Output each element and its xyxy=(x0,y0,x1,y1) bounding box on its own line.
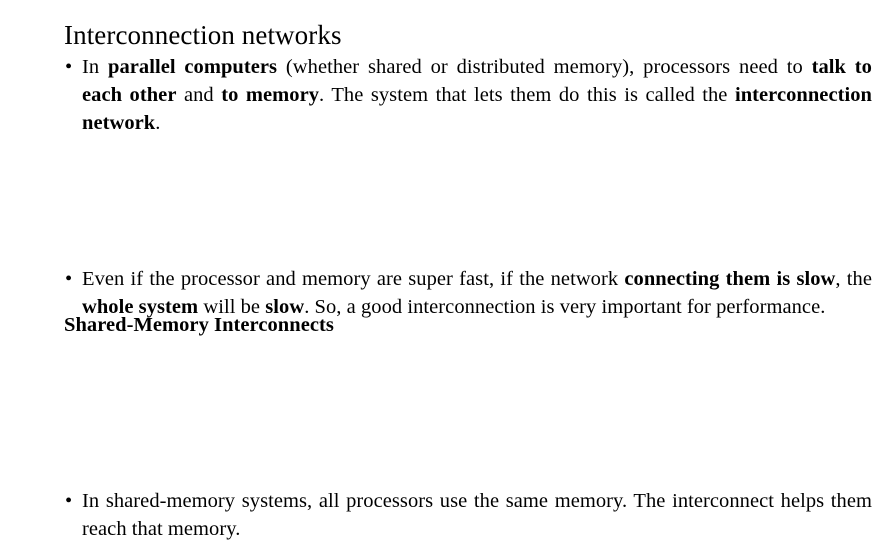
text-run: In xyxy=(82,56,108,78)
text-run: and xyxy=(176,84,222,106)
section-heading-shared-memory-interconnects: Shared-Memory Interconnects xyxy=(64,314,334,336)
paragraph-2-text: Even if the processor and memory are sup… xyxy=(82,265,872,321)
bullet-point-icon: • xyxy=(65,56,73,78)
bullet-paragraph-parallel-computers: • In parallel computers (whether shared … xyxy=(64,53,872,137)
paragraph-3-text: In shared-memory systems, all processors… xyxy=(82,487,872,543)
text-run: In shared-memory systems, all processors… xyxy=(82,490,872,540)
emphasized-text-run: to memory xyxy=(221,84,320,106)
bullet-paragraph-shared-memory-systems: • In shared-memory systems, all processo… xyxy=(64,487,872,543)
slide-title: Interconnection networks xyxy=(64,20,342,51)
emphasized-text-run: whole system xyxy=(82,296,199,318)
paragraph-1-text: In parallel computers (whether shared or… xyxy=(82,53,872,137)
text-run: , the xyxy=(835,268,872,290)
slide-canvas: Interconnection networks • In parallel c… xyxy=(64,20,872,540)
text-run: (whether shared or distributed memory), … xyxy=(277,56,812,78)
emphasized-text-run: slow xyxy=(265,296,305,318)
text-run: . The system that lets them do this is c… xyxy=(319,84,735,106)
bullet-point-icon: • xyxy=(65,268,73,290)
emphasized-text-run: talk to each other xyxy=(82,56,872,106)
emphasized-text-run: connecting them is slow xyxy=(624,268,836,290)
bullet-paragraph-network-speed: • Even if the processor and memory are s… xyxy=(64,265,872,321)
emphasized-text-run: interconnection network xyxy=(82,84,872,134)
text-run: . So, a good interconnection is very imp… xyxy=(304,296,826,318)
text-run: Even if the processor and memory are sup… xyxy=(82,268,625,290)
text-run: will be xyxy=(198,296,266,318)
bullet-point-icon: • xyxy=(65,490,73,512)
text-run: . xyxy=(155,112,161,134)
emphasized-text-run: parallel computers xyxy=(108,56,278,78)
